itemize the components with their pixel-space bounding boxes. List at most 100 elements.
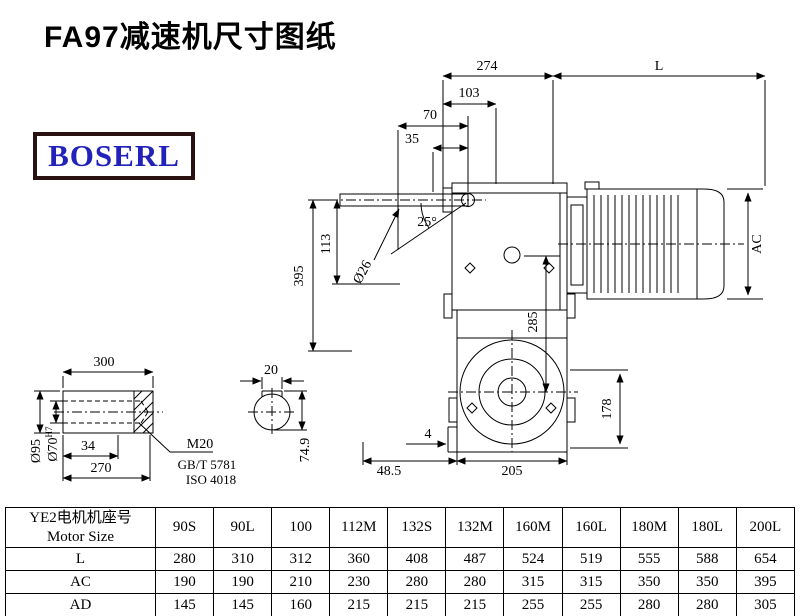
row-label: AC: [5, 570, 156, 594]
dim-70-label: 70: [423, 108, 437, 123]
housing-upper: [451, 182, 568, 311]
dim-274: 274: [442, 59, 554, 192]
header-cn: YE2电机机座号: [29, 509, 132, 526]
table-cell: 280: [677, 593, 737, 616]
standard-gbt-label: GB/T 5781: [178, 457, 237, 472]
table-cell: 160: [271, 593, 331, 616]
table-cell: 315: [503, 570, 563, 594]
col-header: 100: [271, 507, 331, 548]
dim-205: 205: [456, 448, 568, 479]
dim-48-5-label: 48.5: [377, 464, 402, 479]
dim-dia26-label: Ø26: [351, 258, 376, 286]
table-cell: 360: [329, 547, 389, 571]
dim-178-label: 178: [600, 399, 615, 420]
dim-70: 70: [397, 108, 469, 250]
table-cell: 145: [213, 593, 273, 616]
table-cell: 210: [271, 570, 331, 594]
brand-logo: BOSERL: [33, 132, 195, 180]
dim-103-label: 103: [459, 86, 480, 101]
table-cell: 408: [387, 547, 447, 571]
table-cell: 280: [154, 547, 215, 571]
table-corner-cell: YE2电机机座号 Motor Size: [5, 507, 156, 548]
col-header: 160M: [503, 507, 563, 548]
thread-spec-label: M20: [187, 437, 213, 452]
header-en: Motor Size: [46, 528, 115, 545]
dim-4-label: 4: [425, 427, 432, 442]
table-header-row: YE2电机机座号 Motor Size 90S 90L 100 112M 132…: [5, 507, 796, 548]
dim-L: L: [552, 59, 766, 186]
dim-dia70h7-label: Ø70H7: [44, 426, 61, 462]
table-cell: 654: [735, 547, 796, 571]
motor-view: [558, 181, 744, 300]
table-cell: 255: [503, 593, 563, 616]
table-cell: 280: [387, 570, 447, 594]
table-cell: 280: [619, 593, 679, 616]
dimension-drawing: 274 L 103 70 35 395: [29, 59, 766, 487]
table-cell: 255: [561, 593, 621, 616]
dim-34-label: 34: [81, 439, 95, 454]
dim-270-label: 270: [91, 461, 112, 476]
table-cell: 190: [213, 570, 273, 594]
table-cell: 315: [561, 570, 621, 594]
table-cell: 555: [619, 547, 679, 571]
table-cell: 524: [503, 547, 563, 571]
dim-178: 178: [570, 369, 628, 449]
table-cell: 215: [329, 593, 389, 616]
dia70-tolerance: H7: [44, 426, 54, 437]
keyway-section-detail: 20 74.9: [240, 363, 313, 462]
table-cell: 350: [677, 570, 737, 594]
table-cell: 312: [271, 547, 331, 571]
dim-dia26: Ø26: [351, 208, 400, 287]
dim-dia95-label: Ø95: [29, 439, 44, 463]
row-label: L: [5, 547, 156, 571]
dim-20-label: 20: [264, 363, 278, 378]
table-row-L: L 280 310 312 360 408 487 524 519 555 58…: [5, 547, 796, 571]
dim-AC-label: AC: [750, 234, 765, 253]
col-header: 112M: [329, 507, 389, 548]
row-label: AD: [5, 593, 156, 616]
col-header: 132S: [387, 507, 447, 548]
table-cell: 215: [387, 593, 447, 616]
col-header: 180M: [619, 507, 679, 548]
table-cell: 310: [213, 547, 273, 571]
dim-395-label: 395: [292, 266, 307, 287]
col-header: 90L: [213, 507, 273, 548]
dim-103: 103: [442, 86, 497, 184]
table-cell: 280: [445, 570, 505, 594]
col-header: 90S: [154, 507, 215, 548]
dim-L-label: L: [655, 59, 664, 74]
dim-274-label: 274: [477, 59, 498, 74]
dim-113-label: 113: [319, 234, 334, 254]
dim-angle25-label: 25°: [417, 215, 437, 230]
motor-size-table: YE2电机机座号 Motor Size 90S 90L 100 112M 132…: [5, 507, 796, 616]
dim-285: 285: [524, 255, 560, 393]
dim-4: 4: [406, 427, 447, 448]
motor-flange: [566, 196, 588, 294]
shaft-boss: [442, 187, 453, 213]
motor-body: [586, 188, 725, 300]
dia70-value: Ø70: [46, 437, 61, 461]
brand-logo-text: BOSERL: [48, 138, 180, 173]
col-header: 200L: [735, 507, 796, 548]
col-header: 160L: [561, 507, 621, 548]
table-cell: 145: [154, 593, 215, 616]
dim-300-label: 300: [94, 355, 115, 370]
dim-48-5: 48.5: [362, 442, 458, 479]
table-cell: 588: [677, 547, 737, 571]
table-cell: 305: [735, 593, 796, 616]
table-cell: 230: [329, 570, 389, 594]
hollow-shaft-detail: 300 Ø95 Ø70H7 34: [29, 355, 236, 487]
dim-35-label: 35: [405, 132, 419, 147]
page-title: FA97减速机尺寸图纸: [44, 21, 337, 54]
standard-iso-label: ISO 4018: [186, 472, 236, 487]
col-header: 132M: [445, 507, 505, 548]
dim-angle25: 25°: [390, 202, 467, 255]
table-row-AC: AC 190 190 210 230 280 280 315 315 350 3…: [5, 570, 796, 594]
table-row-AD: AD 145 145 160 215 215 215 255 255 280 2…: [5, 593, 796, 616]
table-cell: 350: [619, 570, 679, 594]
table-cell: 487: [445, 547, 505, 571]
table-cell: 215: [445, 593, 505, 616]
dim-395: 395: [292, 199, 352, 352]
table-cell: 519: [561, 547, 621, 571]
dim-113: 113: [319, 199, 400, 285]
